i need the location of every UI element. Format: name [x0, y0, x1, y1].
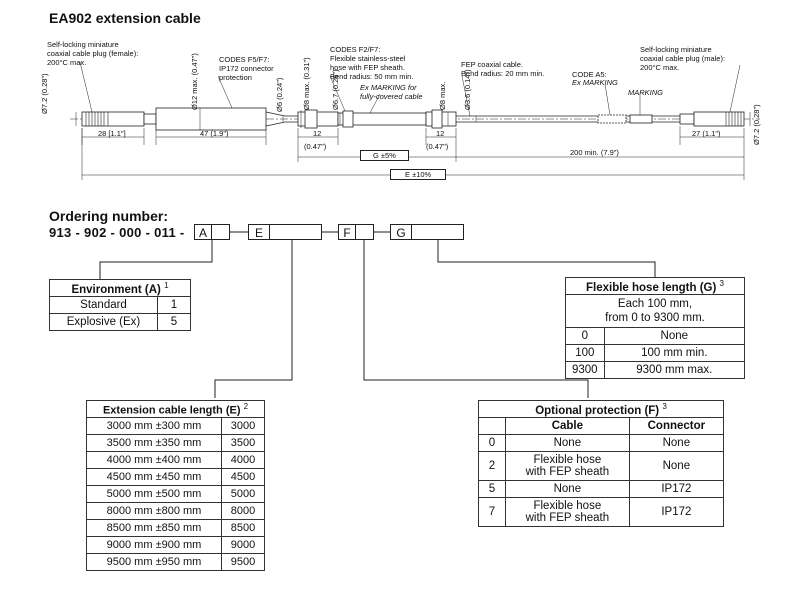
table-row: 2 Flexible hose with FEP sheath None [478, 451, 725, 481]
connector-protection [155, 107, 267, 131]
ex-marking-fully-label: Ex MARKING for fully-covered cable [360, 83, 423, 101]
dim-12a-in: (0.47") [304, 142, 327, 151]
hose-length-table: Flexible hose length (G) 3 Each 100 mm, … [565, 277, 746, 379]
table-row: 0 None None [478, 434, 725, 452]
box-f-empty [356, 224, 374, 240]
codes-f2-f7-label: CODES F2/F7: Flexible stainless-steel ho… [330, 45, 414, 81]
dim-d67: Ø6.7 (0.26") [331, 69, 340, 110]
dim-g: G ±5% [360, 150, 409, 161]
dim-e: E ±10% [390, 169, 447, 180]
page-title: EA902 extension cable [49, 10, 201, 26]
dim-28: 28 [1.1"] [98, 129, 126, 138]
box-e: E [248, 224, 270, 240]
dim-12b: 12 [436, 129, 445, 138]
hose-length-title: Flexible hose length (G) 3 [565, 277, 745, 295]
marking-label: MARKING [628, 88, 664, 97]
col-cable: Cable [505, 417, 630, 435]
ex-marking-label: Ex MARKING [572, 78, 618, 87]
female-plug-body [81, 111, 145, 127]
extension-length-title: Extension cable length (E) 2 [86, 400, 265, 418]
extension-length-table: Extension cable length (E) 2 3000 mm ±30… [86, 400, 265, 571]
box-a-empty [212, 224, 230, 240]
optional-protection-title: Optional protection (F) 3 [478, 400, 724, 418]
male-plug-label: Self-locking miniature coaxial cable plu… [640, 45, 726, 72]
table-row: 5 None IP172 [478, 480, 725, 498]
table-row: 7 Flexible hose with FEP sheath IP172 [478, 497, 725, 527]
optional-protection-table: Optional protection (F) 3 Cable Connecto… [478, 400, 725, 527]
hose-length-description: Each 100 mm, from 0 to 9300 mm. [565, 294, 745, 328]
dim-d8a: Ø8 max. (0.31") [302, 57, 311, 110]
ordering-label: Ordering number: [49, 208, 169, 224]
dim-12a: 12 [313, 129, 322, 138]
dim-d8b: Ø8 max. [438, 81, 447, 110]
box-f: F [338, 224, 356, 240]
dim-12b-in: (0.47") [426, 142, 449, 151]
dim-d12: Ø12 max. (0.47") [190, 53, 199, 110]
environment-table: Environment (A) 1 Standard 1 Explosive (… [49, 279, 191, 331]
table-row: 9300 9300 mm max. [565, 361, 746, 379]
box-g-empty [412, 224, 464, 240]
female-plug-label: Self-locking miniature coaxial cable plu… [47, 40, 139, 67]
table-row: Explosive (Ex) 5 [49, 313, 191, 331]
marking-band [629, 114, 653, 124]
table-row: 100 100 mm min. [565, 344, 746, 362]
table-row: 0 None [565, 327, 746, 345]
table-row: Standard 1 [49, 296, 191, 314]
dim-d6: Ø6 (0.24") [275, 77, 284, 112]
environment-title: Environment (A) 1 [49, 279, 191, 297]
cable-drawing [70, 61, 760, 180]
dim-d72-right: Ø7.2 (0.28") [752, 104, 761, 145]
col-connector: Connector [628, 417, 725, 435]
dim-27: 27 (1.1") [692, 129, 721, 138]
box-a: A [194, 224, 212, 240]
dim-d72-left: Ø7.2 (0.28") [40, 73, 49, 114]
ordering-prefix: 913 - 902 - 000 - 011 - [49, 225, 185, 240]
code-a5-label: CODE A5: [572, 70, 607, 79]
dim-d36: Ø3.6 (0.14") [463, 69, 472, 110]
male-plug-body [693, 111, 745, 127]
box-e-empty [270, 224, 322, 240]
female-plug-knurl [85, 112, 109, 126]
box-g: G [390, 224, 412, 240]
dim-200: 200 min. (7.9") [570, 148, 619, 157]
fep-cable-label: FEP coaxial cable. Bend radius: 20 mm mi… [461, 60, 545, 78]
dim-47: 47 (1.9") [200, 129, 229, 138]
ex-marking-band [597, 114, 627, 124]
codes-f5-f7-label: CODES F5/F7: IP172 connector protection [219, 55, 274, 82]
